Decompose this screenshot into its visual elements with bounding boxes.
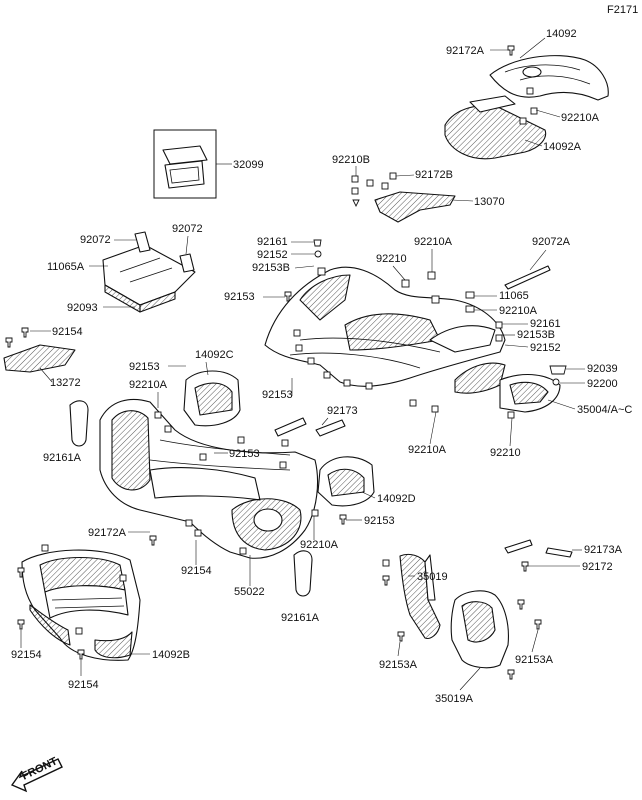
label-92173A: 92173A: [584, 544, 623, 556]
label-92210A-d: 92210A: [129, 379, 168, 391]
label-92210A-e: 92210A: [408, 444, 447, 456]
front-fender-35004: [264, 266, 561, 413]
label-55022: 55022: [234, 586, 265, 598]
label-92210A-f: 92210A: [300, 539, 339, 551]
label-92152-b: 92152: [530, 342, 561, 354]
liner-14092C: [183, 370, 241, 427]
label-92153-b: 92153: [129, 361, 160, 373]
label-92072A: 92072A: [532, 236, 571, 248]
strip-92072A: [504, 265, 551, 290]
label-35004: 35004/A~C: [577, 404, 632, 416]
label-92210A-b: 92210A: [414, 236, 453, 248]
body-clips: [149, 411, 347, 555]
label-92161-b: 92161: [530, 318, 561, 330]
clip-92172A-top: [507, 45, 515, 56]
label-92153B-a: 92153B: [252, 262, 290, 274]
guard-35019A: [450, 590, 542, 680]
clips-92210A-top: [519, 87, 538, 125]
label-92154-b: 92154: [181, 565, 212, 577]
cover-11065A: [102, 231, 196, 313]
label-92153A-a: 92153A: [379, 659, 418, 671]
label-92153A-b: 92153A: [515, 654, 554, 666]
label-14092C: 14092C: [195, 349, 234, 361]
label-35019: 35019: [417, 571, 448, 583]
label-13070: 13070: [474, 196, 505, 208]
label-92172A-top: 92172A: [446, 45, 485, 57]
front-arrow-icon: FRONT: [10, 755, 63, 793]
label-92210B: 92210B: [332, 154, 370, 166]
label-92093: 92093: [67, 302, 98, 314]
label-32099: 32099: [233, 159, 264, 171]
strip-92173: [274, 417, 346, 437]
fender-clips: [284, 239, 567, 419]
rear-cover-14092: [489, 55, 609, 101]
label-92154-c: 92154: [11, 649, 42, 661]
label-11065: 11065: [499, 290, 529, 302]
label-92210A-a: 92210A: [561, 112, 600, 124]
label-14092D: 14092D: [377, 493, 416, 505]
label-14092A: 14092A: [543, 141, 582, 153]
label-92161A-a: 92161A: [43, 452, 82, 464]
label-92153B-b: 92153B: [517, 329, 555, 341]
rear-liner-14092A: [444, 95, 547, 160]
label-35019A: 35019A: [435, 693, 474, 705]
label-92172B: 92172B: [415, 169, 453, 181]
label-92210-b: 92210: [490, 447, 521, 459]
label-13272: 13272: [50, 377, 81, 389]
label-92153-d: 92153: [262, 389, 293, 401]
label-92153-e: 92153: [364, 515, 395, 527]
figure-code: F2171: [607, 4, 638, 16]
pad-92161A-left: [69, 400, 89, 447]
label-92072-a: 92072: [80, 234, 111, 246]
label-14092: 14092: [546, 28, 577, 40]
bracket-13272: [3, 327, 76, 373]
label-92072-b: 92072: [172, 223, 203, 235]
body-55022: [99, 398, 319, 559]
bracket-13070: [351, 172, 456, 223]
liner-14092D: [317, 456, 375, 507]
label-11065A: 11065A: [47, 261, 85, 273]
label-92161-a: 92161: [257, 236, 288, 248]
label-92152-a: 92152: [257, 249, 288, 261]
strips-92173A: [504, 539, 573, 572]
label-92200: 92200: [587, 378, 618, 390]
label-92210A-c: 92210A: [499, 305, 538, 317]
label-92154-d: 92154: [68, 679, 99, 691]
grille-14092B: [17, 544, 141, 661]
label-92039: 92039: [587, 363, 618, 375]
part-32099-box: [153, 129, 217, 199]
label-92153-c: 92153: [229, 448, 260, 460]
label-92172A-b: 92172A: [88, 527, 127, 539]
label-92173: 92173: [327, 405, 358, 417]
label-92153-a: 92153: [224, 291, 255, 303]
label-14092B: 14092B: [152, 649, 190, 661]
label-92210: 92210: [376, 253, 407, 265]
label-92154-a: 92154: [52, 326, 83, 338]
label-92172: 92172: [582, 561, 613, 573]
pad-92161A-center: [293, 550, 313, 597]
label-92161A-b: 92161A: [281, 612, 320, 624]
guard-35019: [382, 553, 441, 642]
